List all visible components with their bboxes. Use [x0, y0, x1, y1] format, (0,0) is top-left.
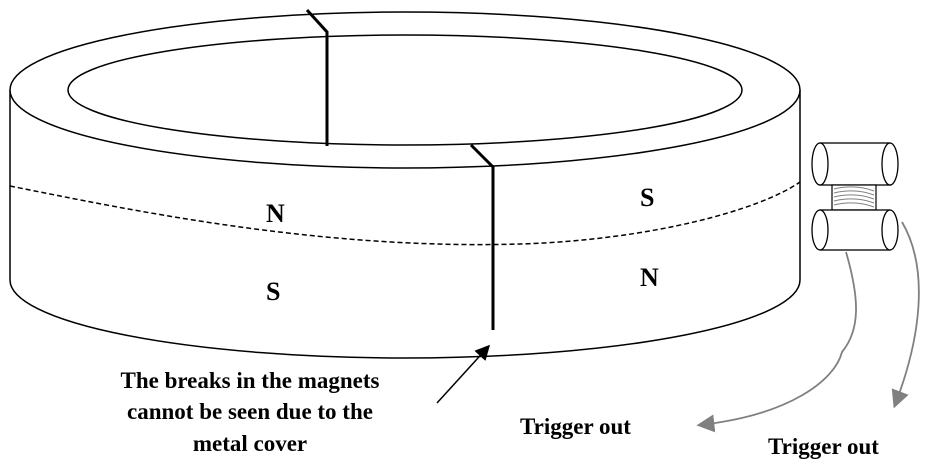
- pole-boundary-dashed: [9, 181, 801, 246]
- annotation-line-1: The breaks in the magnets: [121, 368, 380, 393]
- pole-label-upper-right: S: [640, 183, 654, 212]
- back-seam-line: [305, 8, 329, 146]
- trigger-wire-1: [696, 251, 857, 433]
- annotation-line-3: metal cover: [193, 431, 307, 456]
- pickup-coil-sensor: [811, 142, 899, 251]
- annotation-line-2: cannot be seen due to the: [127, 399, 373, 424]
- trigger-label-2: Trigger out: [768, 434, 879, 459]
- pole-label-upper-left: N: [266, 199, 285, 228]
- pole-label-lower-left: S: [266, 277, 280, 306]
- trigger-wire-2: [891, 221, 920, 409]
- coil-winding-icon: [833, 186, 875, 208]
- annotation-arrow: [436, 344, 491, 404]
- front-seam-line: [469, 143, 495, 330]
- ring-top-inner: [67, 34, 743, 146]
- pole-label-lower-right: N: [640, 263, 659, 292]
- trigger-label-1: Trigger out: [520, 414, 631, 439]
